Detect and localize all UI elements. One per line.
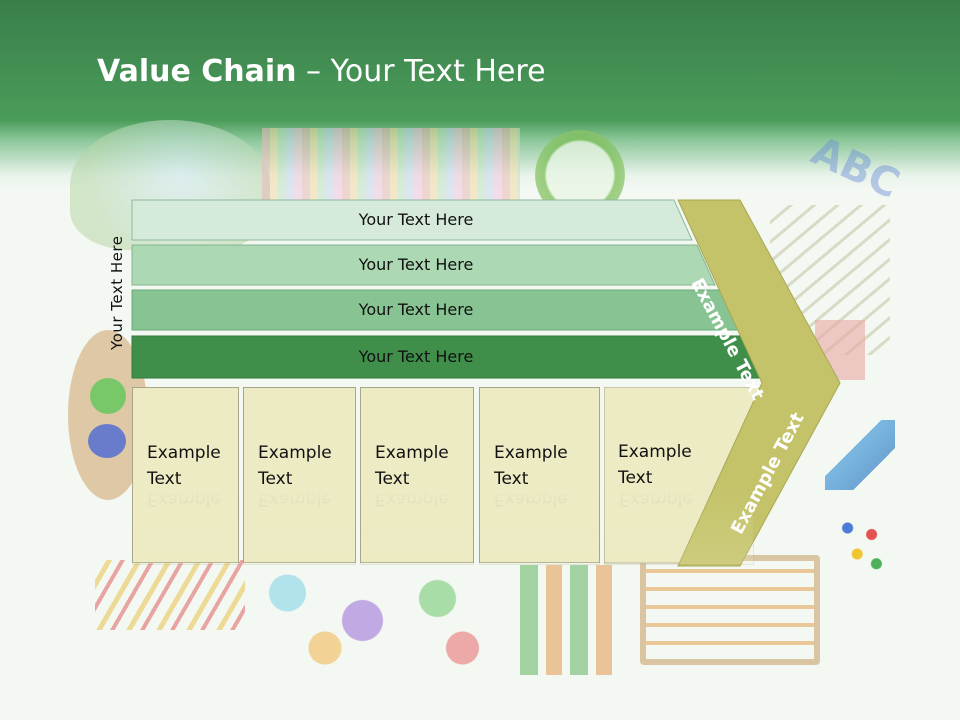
side-label: Your Text Here [108, 235, 126, 350]
crayons-image [95, 560, 245, 630]
bar-3-label: Your Text Here [358, 300, 474, 319]
toy-letters-image [250, 560, 500, 670]
pencils-image [520, 565, 620, 675]
push-pins-image [838, 515, 886, 580]
slide-title: Value Chain – Your Text Here [97, 54, 546, 89]
bar-4-label: Your Text Here [358, 347, 474, 366]
blue-paint-blob [88, 424, 126, 458]
title-bold: Value Chain [97, 54, 297, 89]
bar-2-label: Your Text Here [358, 255, 474, 274]
title-rest: – Your Text Here [296, 54, 546, 89]
colored-pencils-image [262, 128, 520, 204]
abacus-image [640, 555, 820, 665]
green-paint-blob [90, 378, 126, 414]
bar-1-label: Your Text Here [358, 210, 474, 229]
